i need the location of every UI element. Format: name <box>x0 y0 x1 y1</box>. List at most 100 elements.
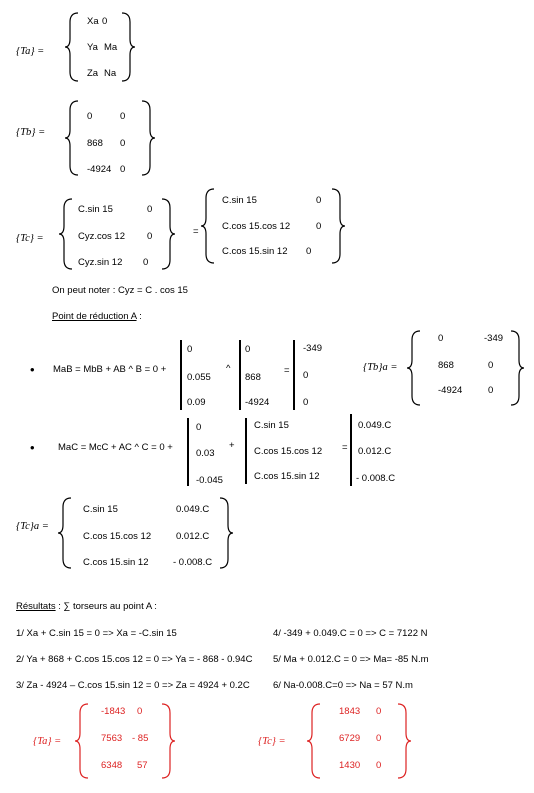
tba-row1-force: 0 <box>438 333 444 344</box>
mab-v2-z: -4924 <box>245 397 270 408</box>
results-title: Résultats <box>16 601 56 612</box>
tc-final-label: {Tc} = <box>258 736 286 747</box>
left-brace-icon <box>64 12 79 82</box>
mac-plus-operator: + <box>229 440 235 451</box>
left-brace-icon <box>64 100 79 176</box>
mac-v2-y: C.cos 15.cos 12 <box>254 446 323 457</box>
vector-bar <box>239 340 241 410</box>
tc-final-row2-moment: 0 <box>376 733 382 744</box>
ta-row2-moment: Ma <box>104 42 118 53</box>
reduction-title: Point de réduction A <box>52 311 137 322</box>
mab-v2-x: 0 <box>245 344 251 355</box>
ta-row3-moment: Na <box>104 68 117 79</box>
left-brace-icon <box>58 198 73 270</box>
tc-left-row3-moment: 0 <box>143 257 149 268</box>
tc-right-row2-moment: 0 <box>316 221 322 232</box>
mac-v3-z: - 0.008.C <box>356 473 396 484</box>
tc-final-row1-force: 1843 <box>339 706 361 717</box>
left-brace-icon <box>306 703 321 779</box>
left-brace-icon <box>74 703 89 779</box>
ta-final-row3-moment: 57 <box>137 760 148 771</box>
mac-v2-z: C.cos 15.sin 12 <box>254 471 320 482</box>
mac-v1-x: 0 <box>196 422 202 433</box>
tba-row2-moment: 0 <box>488 360 494 371</box>
tca-row3-moment: - 0.008.C <box>173 557 213 568</box>
results-heading: Résultats : ∑ torseurs au point A : <box>16 601 157 612</box>
tb-row2-moment: 0 <box>120 138 126 149</box>
right-brace-icon <box>161 198 176 270</box>
tca-row2-force: C.cos 15.cos 12 <box>83 531 152 542</box>
result-eq-1: 1/ Xa + C.sin 15 = 0 => Xa = -C.sin 15 <box>16 628 177 639</box>
ta-row1-force: Xa <box>87 16 99 27</box>
tc-final-row3-moment: 0 <box>376 760 382 771</box>
mac-v1-z: -0.045 <box>196 475 223 486</box>
mac-v3-x: 0.049.C <box>358 420 392 431</box>
ta-final-row3-force: 6348 <box>101 760 123 771</box>
left-brace-icon <box>406 330 421 406</box>
tba-row2-force: 868 <box>438 360 454 371</box>
mac-v3-y: 0.012.C <box>358 446 392 457</box>
tb-row2-force: 868 <box>87 138 103 149</box>
mab-bullet: • <box>30 362 35 377</box>
tca-row3-force: C.cos 15.sin 12 <box>83 557 149 568</box>
result-eq-3: 3/ Za - 4924 – C.cos 15.sin 12 = 0 => Za… <box>16 680 250 691</box>
ta-row2-force: Ya <box>87 42 98 53</box>
result-eq-2: 2/ Ya + 868 + C.cos 15.cos 12 = 0 => Ya … <box>16 654 253 665</box>
right-brace-icon <box>121 12 136 82</box>
right-brace-icon <box>219 497 234 569</box>
mac-bullet: • <box>30 440 35 455</box>
right-brace-icon <box>141 100 156 176</box>
ta-row3-force: Za <box>87 68 99 79</box>
results-subtitle: : ∑ torseurs au point A : <box>55 601 157 612</box>
tca-row2-moment: 0.012.C <box>176 531 210 542</box>
ta-row1-moment: 0 <box>102 16 108 27</box>
mac-equals: = <box>342 442 348 453</box>
tc-right-row1-moment: 0 <box>316 195 322 206</box>
tca-label: {Tc}a = <box>16 521 49 532</box>
ta-final-row2-force: 7563 <box>101 733 123 744</box>
tca-row1-moment: 0.049.C <box>176 504 210 515</box>
result-eq-6: 6/ Na-0.008.C=0 => Na = 57 N.m <box>273 680 413 691</box>
mab-cross-operator: ^ <box>226 363 231 374</box>
tb-row3-moment: 0 <box>120 164 126 175</box>
tc-left-row3-force: Cyz.sin 12 <box>78 257 123 268</box>
ta-final-row1-moment: 0 <box>137 706 143 717</box>
cyz-note: On peut noter : Cyz = C . cos 15 <box>52 285 188 296</box>
ta-label: {Ta} = <box>16 46 45 57</box>
ta-final-row1-force: -1843 <box>101 706 126 717</box>
mab-v1-y: 0.055 <box>187 372 211 383</box>
tc-label: {Tc} = <box>16 233 44 244</box>
vector-bar <box>245 418 247 484</box>
ta-final-row2-moment: - 85 <box>132 733 149 744</box>
result-eq-4: 4/ -349 + 0.049.C = 0 => C = 7122 N <box>273 628 428 639</box>
right-brace-icon <box>161 703 176 779</box>
tba-row3-force: -4924 <box>438 385 463 396</box>
tc-left-row2-force: Cyz.cos 12 <box>78 231 125 242</box>
result-eq-5: 5/ Ma + 0.012.C = 0 => Ma= -85 N.m <box>273 654 429 665</box>
tc-right-row3-force: C.cos 15.sin 12 <box>222 246 288 257</box>
tc-final-row2-force: 6729 <box>339 733 361 744</box>
tc-final-row3-force: 1430 <box>339 760 361 771</box>
mac-v2-x: C.sin 15 <box>254 420 289 431</box>
tc-left-row1-moment: 0 <box>147 204 153 215</box>
vector-bar <box>187 418 189 486</box>
vector-bar <box>293 340 295 410</box>
tb-label: {Tb} = <box>16 127 46 138</box>
tba-row3-moment: 0 <box>488 385 494 396</box>
reduction-colon: : <box>136 311 142 322</box>
mab-v3-y: 0 <box>303 370 309 381</box>
ta-final-label: {Ta} = <box>33 736 62 747</box>
reduction-heading: Point de réduction A : <box>52 311 142 322</box>
tc-right-row1-force: C.sin 15 <box>222 195 257 206</box>
vector-bar <box>180 340 182 410</box>
tc-equals: = <box>193 226 199 237</box>
tba-row1-moment: -349 <box>484 333 504 344</box>
tc-left-row1-force: C.sin 15 <box>78 204 113 215</box>
tc-right-row3-moment: 0 <box>306 246 312 257</box>
mab-v3-z: 0 <box>303 397 309 408</box>
mab-v3-x: -349 <box>303 343 323 354</box>
mab-equals: = <box>284 365 290 376</box>
tba-label: {Tb}a = <box>363 362 398 373</box>
mac-expression: MaC = McC + AC ^ C = 0 + <box>58 442 173 453</box>
left-brace-icon <box>57 497 72 569</box>
